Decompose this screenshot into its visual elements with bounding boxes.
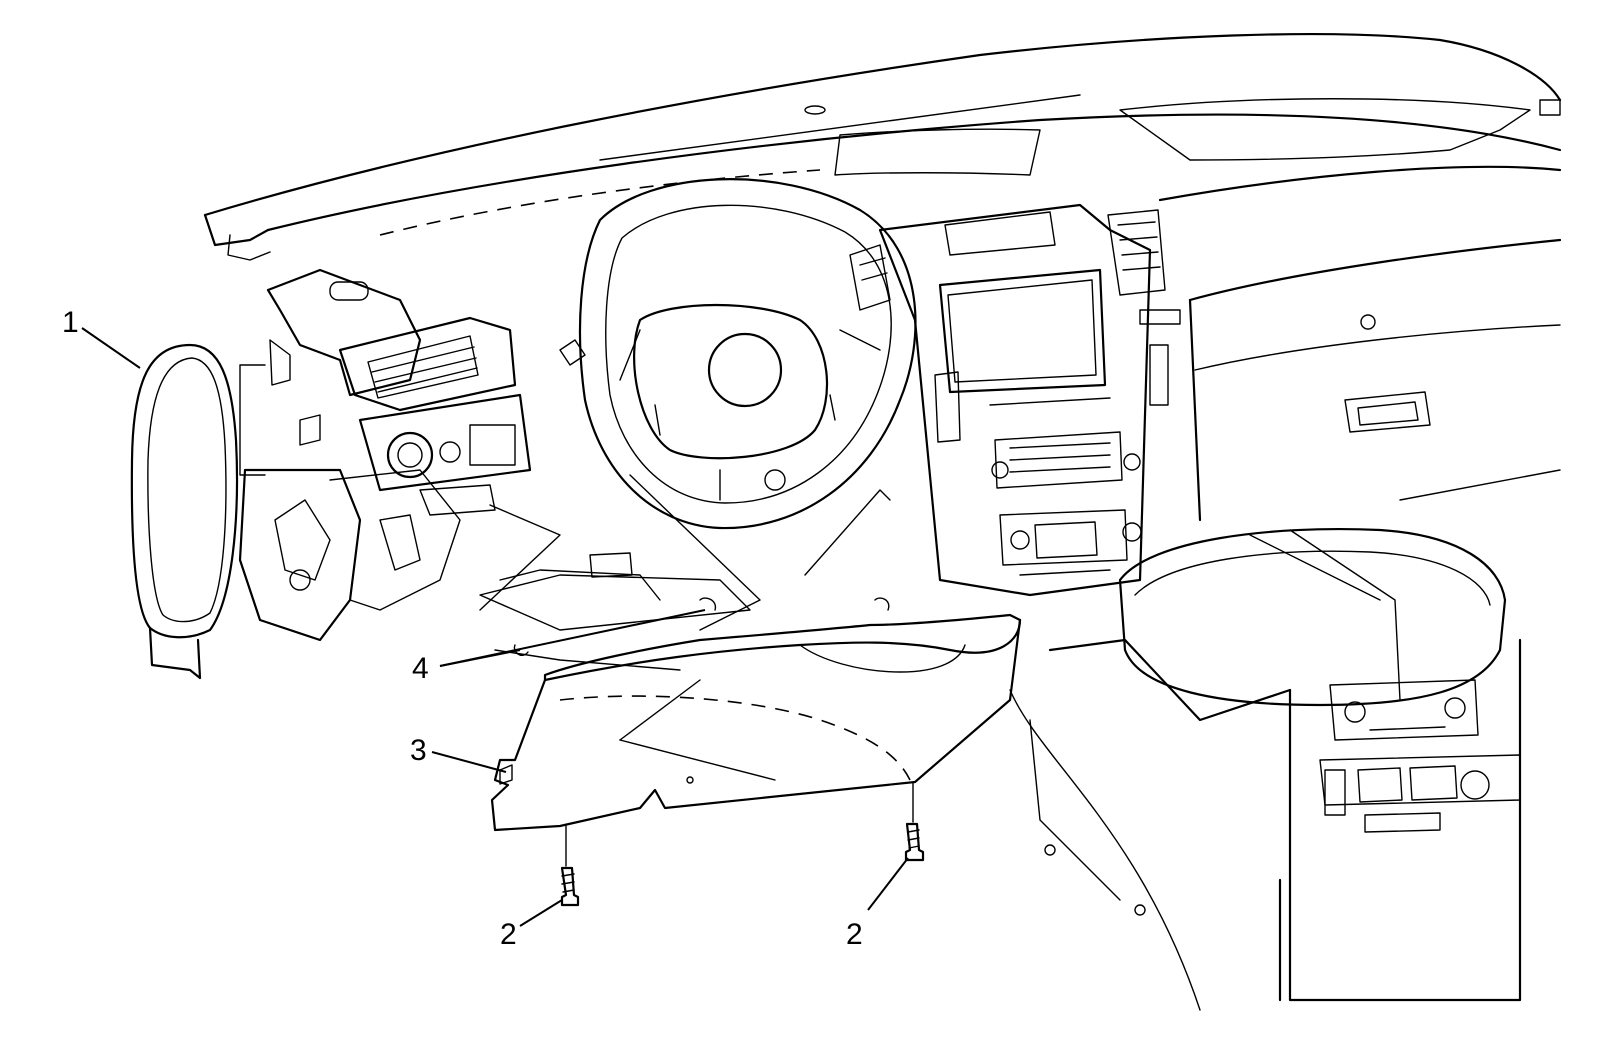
callout-2b-leader (867, 857, 909, 911)
knee-bolster-retainers (479, 474, 891, 656)
left-vent-cluster (338, 316, 532, 516)
instrument-panel-top (203, 33, 1562, 261)
left-end-cap (130, 343, 239, 680)
bolt-right (904, 781, 925, 862)
knee-bolster-panel (490, 613, 1022, 832)
callout-4: 4 (412, 652, 429, 685)
callout-4-leader-b (439, 609, 706, 667)
steering-wheel (559, 178, 917, 530)
callout-3: 3 (410, 734, 427, 767)
left-dash-structure (238, 268, 461, 642)
callout-2-left: 2 (500, 918, 517, 951)
bolt-left (560, 825, 580, 907)
callout-3-leader (431, 751, 507, 773)
passenger-dash (1158, 165, 1562, 522)
center-stack (849, 203, 1181, 597)
center-console (1009, 527, 1522, 1011)
callout-1-leader (81, 327, 141, 369)
callout-2a-leader (519, 899, 563, 927)
callout-2-right: 2 (846, 918, 863, 951)
callout-1: 1 (62, 306, 79, 339)
